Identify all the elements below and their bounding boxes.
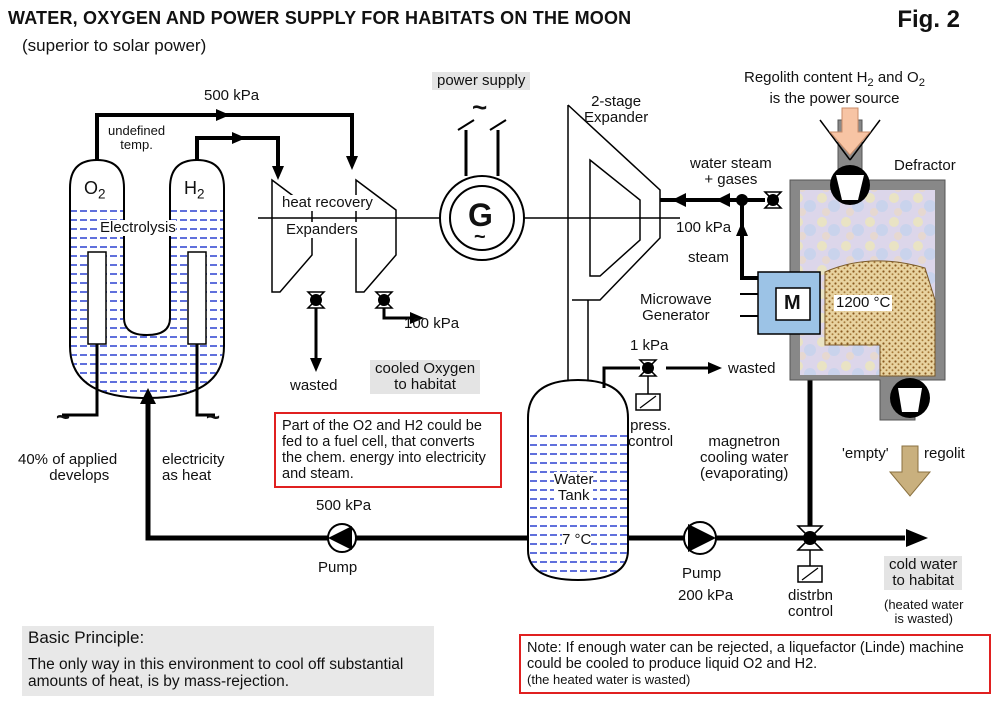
wasted-label-left: wasted <box>290 377 338 394</box>
temp-1200-label: 1200 °C <box>834 294 893 311</box>
pump-right <box>683 521 717 555</box>
electrolysis-cell <box>62 158 225 417</box>
two-stage-expander <box>560 104 680 430</box>
liquefactor-note-sub: (the heated water is wasted) <box>527 672 691 687</box>
page-title: WATER, OXYGEN AND POWER SUPPLY FOR HABIT… <box>8 8 632 28</box>
pressure-1kpa: 1 kPa <box>630 337 669 354</box>
defractor-label: Defractor <box>894 157 956 174</box>
temp-7-label: 7 °C <box>562 531 592 548</box>
o2-label: O2 <box>84 178 106 202</box>
ac-symbol-icon: ~ <box>472 92 488 122</box>
page-subtitle: (superior to solar power) <box>22 36 207 55</box>
regolit-label: regolit <box>924 445 965 462</box>
water-steam-label: water steam+ gases <box>690 155 772 188</box>
generator-ac-icon: ~ <box>474 226 486 248</box>
liquefactor-note: Note: If enough water can be rejected, a… <box>519 634 991 694</box>
regolit-out-arrow <box>888 445 932 497</box>
pressure-200: 200 kPa <box>678 587 734 604</box>
wasted-label-right: wasted <box>728 360 776 377</box>
h2-label: H2 <box>184 178 205 202</box>
magnetron-label: M <box>784 292 801 314</box>
heat-recovery-label: heat recovery <box>282 194 373 211</box>
basic-principle-title: Basic Principle: <box>28 628 145 647</box>
figure-label: Fig. 2 <box>897 6 960 33</box>
electrolysis-label: Electrolysis <box>100 219 176 236</box>
empty-label: 'empty' <box>842 445 889 462</box>
ac-symbol-right-icon: ~ <box>206 404 221 431</box>
generator <box>430 119 560 261</box>
steam-label: steam <box>688 249 729 266</box>
pressure-100-steam: 100 kPa <box>676 219 732 236</box>
pump-left <box>327 523 357 553</box>
pressure-500-top: 500 kPa <box>204 87 260 104</box>
fuel-cell-note: Part of the O2 and H2 could be fed to a … <box>274 412 502 488</box>
pressure-100-oxygen: 100 kPa <box>404 315 460 332</box>
distribution-valve <box>796 525 824 583</box>
ac-symbol-left-icon: ~ <box>56 404 71 431</box>
basic-principle-box: Basic Principle: The only way in this en… <box>22 626 434 696</box>
power-supply-label: power supply <box>432 72 531 90</box>
generator-label: G <box>468 197 493 233</box>
press-control-label: press.control <box>628 417 674 450</box>
defractor <box>789 119 946 421</box>
regolith-in-arrow <box>828 107 872 156</box>
expanders-label: Expanders <box>286 221 358 238</box>
expander-valves <box>306 291 424 372</box>
pump-right-label: Pump <box>682 565 722 582</box>
liquefactor-note-text: Note: If enough water can be rejected, a… <box>527 640 964 672</box>
pump-left-label: Pump <box>318 559 358 576</box>
steam-line <box>660 198 765 280</box>
pressure-500-pump: 500 kPa <box>316 497 372 514</box>
basic-principle-text: The only way in this environment to cool… <box>28 656 404 690</box>
magnetron-unit <box>740 271 821 335</box>
